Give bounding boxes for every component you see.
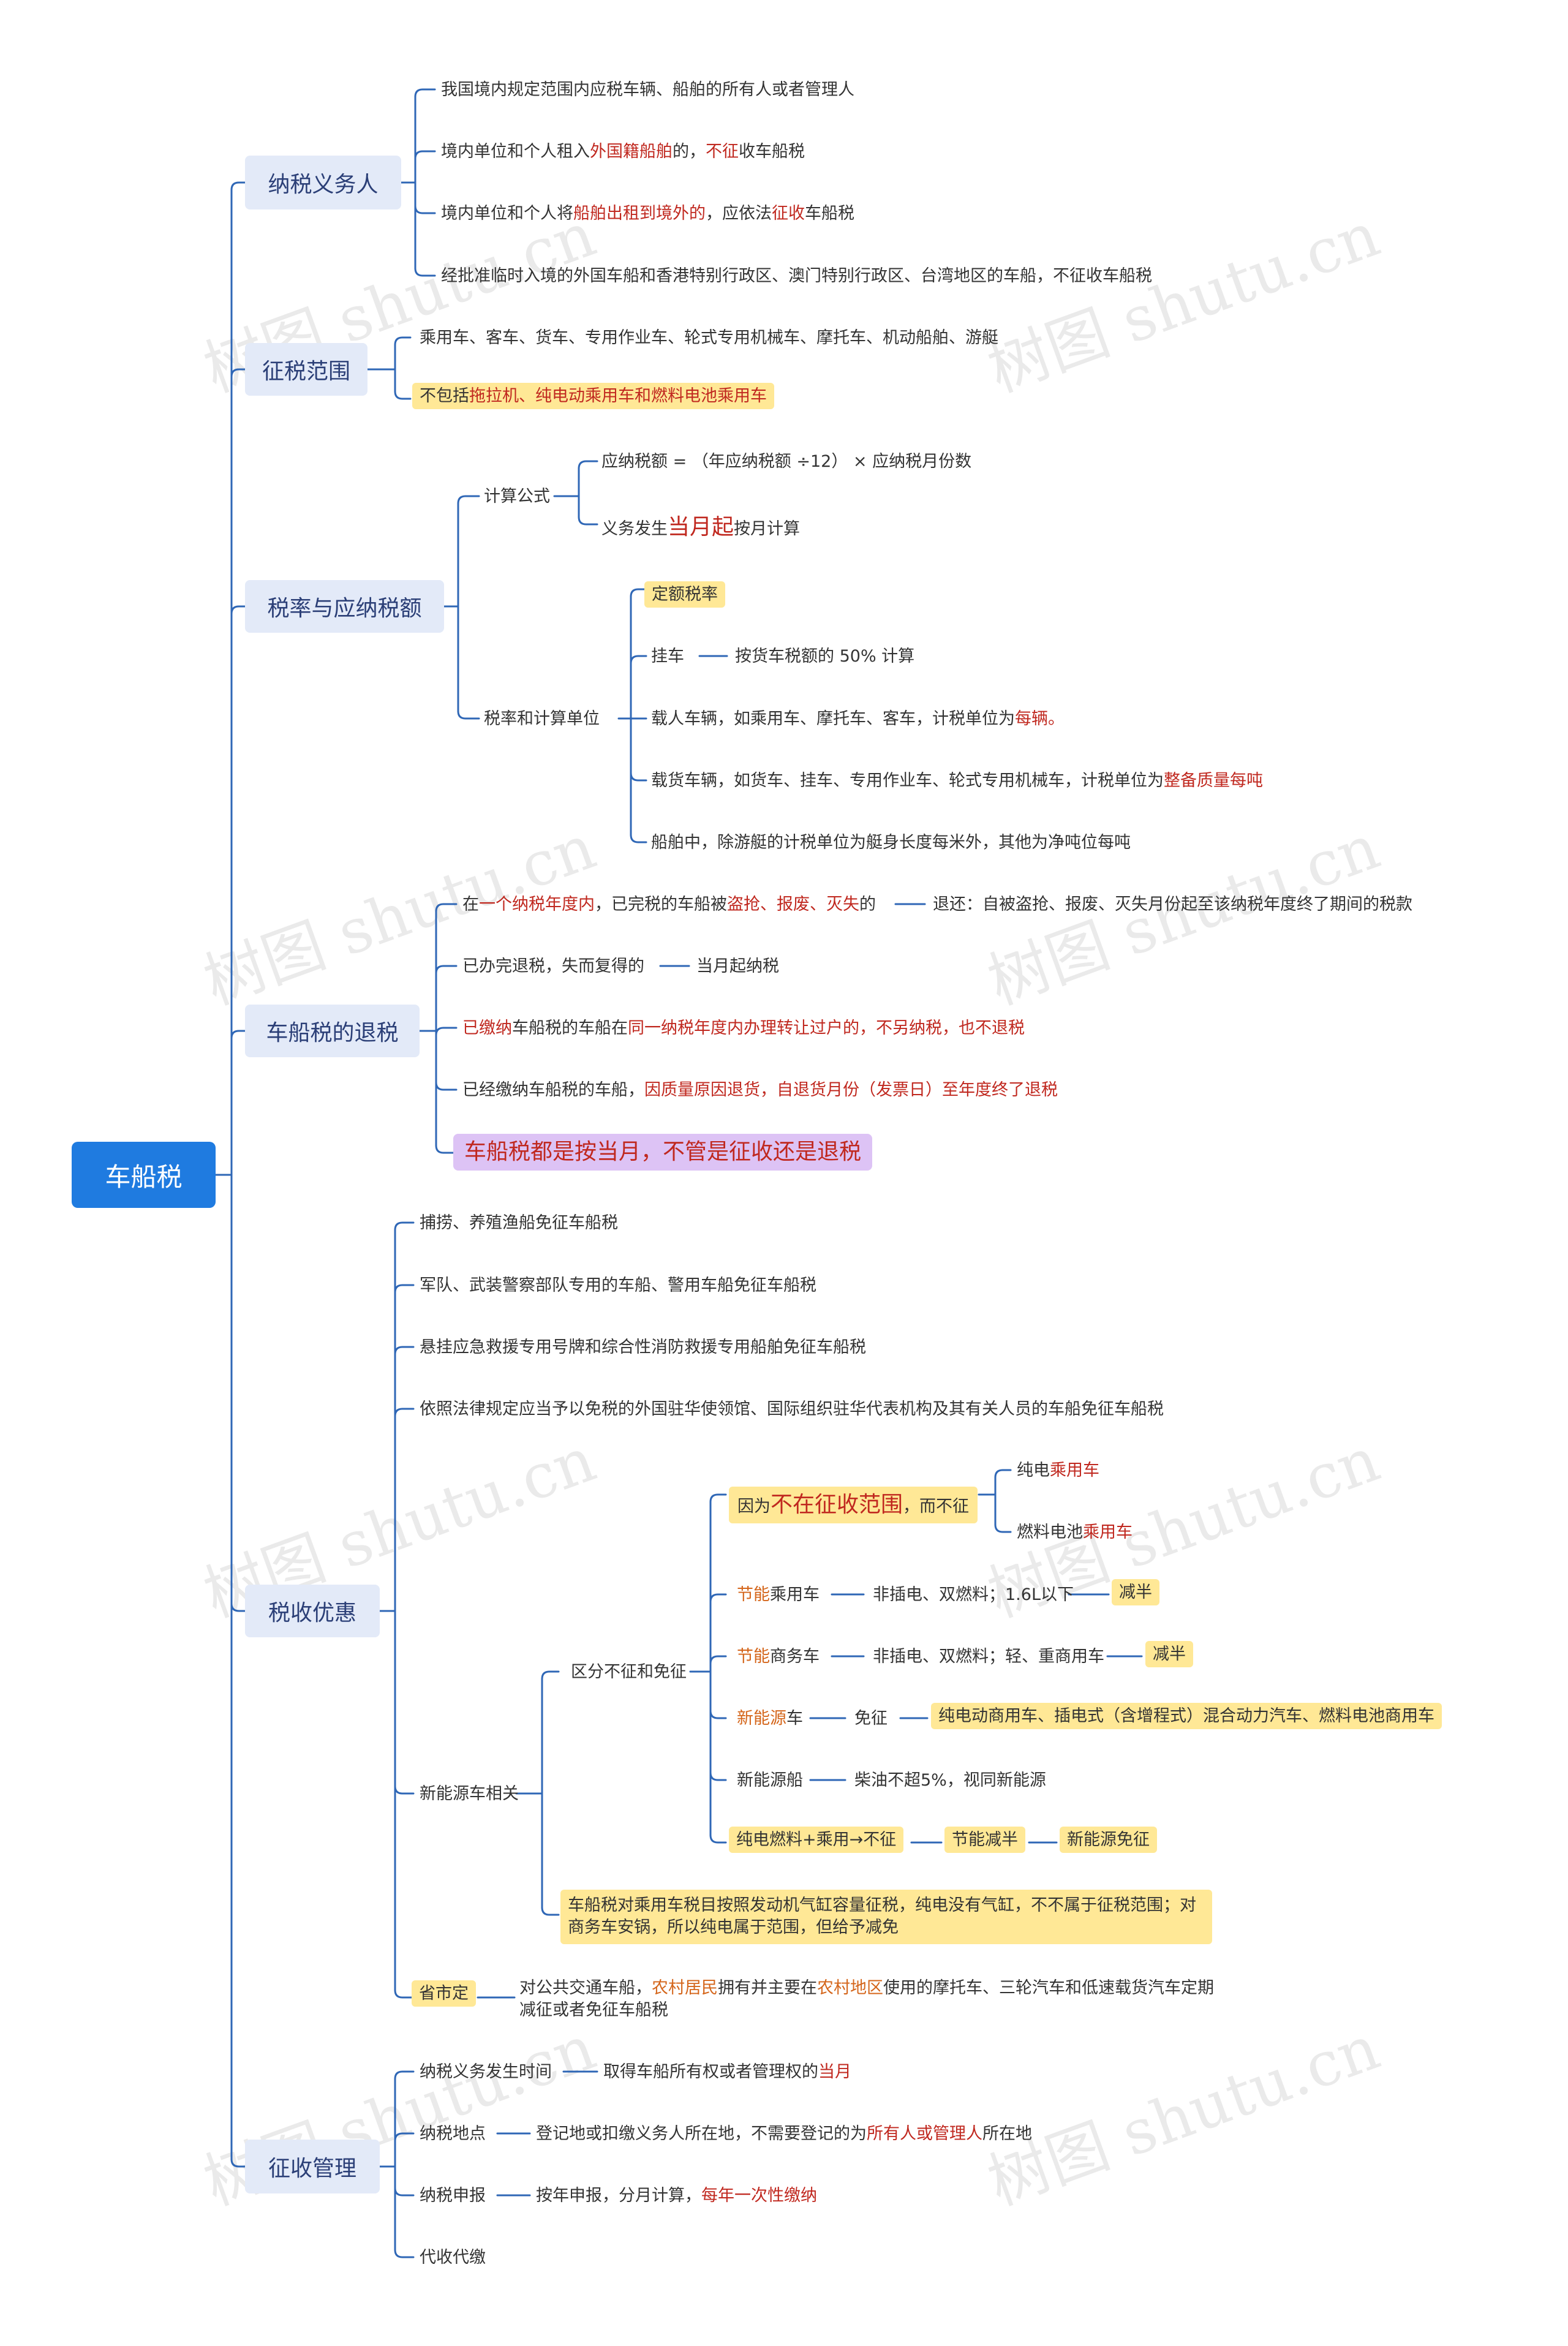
- refund-summary[interactable]: 车船税都是按当月，不管是征收还是退税: [453, 1134, 873, 1171]
- admin-note[interactable]: 登记地或扣缴义务人所在地，不需要登记的为所有人或管理人所在地: [536, 2124, 1032, 2143]
- taxpayer-item[interactable]: 我国境内规定范围内应税车辆、船舶的所有人或者管理人: [441, 80, 854, 99]
- relief-item[interactable]: 依照法律规定应当予以免税的外国驻华使领馆、国际组织驻华代表机构及其有关人员的车船…: [420, 1400, 1164, 1419]
- nev-row-b[interactable]: 非插电、双燃料；1.6L以下: [873, 1585, 1074, 1604]
- admin-note[interactable]: 按年申报，分月计算，每年一次性缴纳: [536, 2186, 817, 2205]
- not-in-scope-item[interactable]: 纯电乘用车: [1017, 1461, 1099, 1480]
- refund-item[interactable]: 已经缴纳车船税的车船，因质量原因退货，自退货月份（发票日）至年度终了退税: [462, 1081, 1058, 1099]
- node-admin[interactable]: 征收管理: [245, 2140, 380, 2193]
- not-in-scope-tag[interactable]: 因为不在征收范围，而不征: [729, 1487, 978, 1523]
- nev-row-c[interactable]: 纯电动商用车、插电式（含增程式）混合动力汽车、燃料电池商用车: [931, 1703, 1442, 1729]
- trailer-note[interactable]: 按货车税额的 50% 计算: [735, 647, 915, 666]
- nev-chain-2[interactable]: 节能减半: [944, 1827, 1025, 1853]
- admin-label[interactable]: 代收代缴: [420, 2248, 486, 2267]
- nev-row-b[interactable]: 柴油不超5%，视同新能源: [854, 1771, 1046, 1790]
- admin-note[interactable]: 取得车船所有权或者管理权的当月: [603, 2062, 851, 2081]
- nev-distinguish[interactable]: 区分不征和免征: [571, 1662, 687, 1681]
- relief-item[interactable]: 军队、武装警察部队专用的车船、警用车船免征车船税: [420, 1276, 816, 1295]
- relief-item[interactable]: 悬挂应急救援专用号牌和综合性消防救援专用船舶免征车船税: [420, 1338, 866, 1357]
- nev-row-b[interactable]: 免征: [854, 1709, 888, 1728]
- nev-row-a[interactable]: 节能商务车: [737, 1647, 820, 1666]
- node-refund[interactable]: 车船税的退税: [245, 1005, 420, 1057]
- scope-exclusion[interactable]: 不包括拖拉机、纯电动乘用车和燃料电池乘用车: [412, 383, 774, 409]
- nev-row-a[interactable]: 节能乘用车: [737, 1585, 820, 1604]
- nev-chain-1[interactable]: 纯电燃料+乘用→不征: [729, 1827, 904, 1853]
- formula-item[interactable]: 应纳税额 = （年应纳税额 ÷12） × 应纳税月份数: [601, 452, 972, 471]
- not-in-scope-item[interactable]: 燃料电池乘用车: [1017, 1523, 1133, 1542]
- unit-item[interactable]: 载货车辆，如货车、挂车、专用作业车、轮式专用机械车，计税单位为整备质量每吨: [651, 771, 1263, 790]
- nev-label[interactable]: 新能源车相关: [420, 1784, 519, 1803]
- scope-item[interactable]: 乘用车、客车、货车、专用作业车、轮式专用机械车、摩托车、机动船舶、游艇: [420, 328, 998, 347]
- admin-label[interactable]: 纳税义务发生时间: [420, 2062, 552, 2081]
- nev-note[interactable]: 车船税对乘用车税目按照发动机气缸容量征税，纯电没有气缸，不不属于征税范围；对商务…: [560, 1890, 1212, 1944]
- formula-item[interactable]: 义务发生当月起按月计算: [601, 515, 801, 540]
- rate-unit-label[interactable]: 税率和计算单位: [484, 709, 600, 728]
- admin-label[interactable]: 纳税申报: [420, 2186, 486, 2205]
- taxpayer-item[interactable]: 境内单位和个人租入外国籍船舶的，不征收车船税: [441, 142, 805, 161]
- unit-item[interactable]: 船舶中，除游艇的计税单位为艇身长度每米外，其他为净吨位每吨: [651, 833, 1131, 852]
- refund-item[interactable]: 已办完退税，失而复得的: [462, 957, 644, 976]
- refund-note[interactable]: 退还：自被盗抢、报废、灭失月份起至该纳税年度终了期间的税款: [933, 895, 1412, 914]
- unit-item-trailer[interactable]: 挂车: [651, 647, 684, 666]
- admin-label[interactable]: 纳税地点: [420, 2124, 486, 2143]
- taxpayer-item[interactable]: 境内单位和个人将船舶出租到境外的，应依法征收车船税: [441, 204, 854, 223]
- taxpayer-item[interactable]: 经批准临时入境的外国车船和香港特别行政区、澳门特别行政区、台湾地区的车船，不征收…: [441, 266, 1152, 285]
- node-relief[interactable]: 税收优惠: [245, 1585, 380, 1637]
- unit-item[interactable]: 载人车辆，如乘用车、摩托车、客车，计税单位为每辆。: [651, 709, 1065, 728]
- node-rate[interactable]: 税率与应纳税额: [245, 580, 444, 633]
- nev-row-a[interactable]: 新能源船: [737, 1771, 803, 1790]
- rate-formula-label[interactable]: 计算公式: [484, 487, 550, 506]
- nev-row-a[interactable]: 新能源车: [737, 1709, 803, 1728]
- refund-item[interactable]: 在一个纳税年度内，已完税的车船被盗抢、报废、灭失的: [462, 895, 876, 914]
- nev-chain-3[interactable]: 新能源免征: [1060, 1827, 1157, 1853]
- root-node[interactable]: 车船税: [72, 1142, 216, 1208]
- nev-row-b[interactable]: 非插电、双燃料；轻、重商用车: [873, 1647, 1104, 1666]
- province-label[interactable]: 省市定: [412, 1980, 476, 2007]
- node-scope[interactable]: 征税范围: [245, 343, 368, 396]
- fixed-rate-tag[interactable]: 定额税率: [644, 581, 725, 608]
- relief-item[interactable]: 捕捞、养殖渔船免征车船税: [420, 1213, 618, 1232]
- refund-item[interactable]: 已缴纳车船税的车船在同一纳税年度内办理转让过户的，不另纳税，也不退税: [462, 1019, 1025, 1038]
- refund-note[interactable]: 当月起纳税: [696, 957, 779, 976]
- province-text[interactable]: 对公共交通车船，农村居民拥有并主要在农村地区使用的摩托车、三轮汽车和低速载货汽车…: [519, 1978, 1214, 2020]
- node-taxpayer[interactable]: 纳税义务人: [245, 156, 401, 209]
- nev-row-c[interactable]: 减半: [1112, 1579, 1159, 1605]
- nev-row-c[interactable]: 减半: [1145, 1641, 1193, 1667]
